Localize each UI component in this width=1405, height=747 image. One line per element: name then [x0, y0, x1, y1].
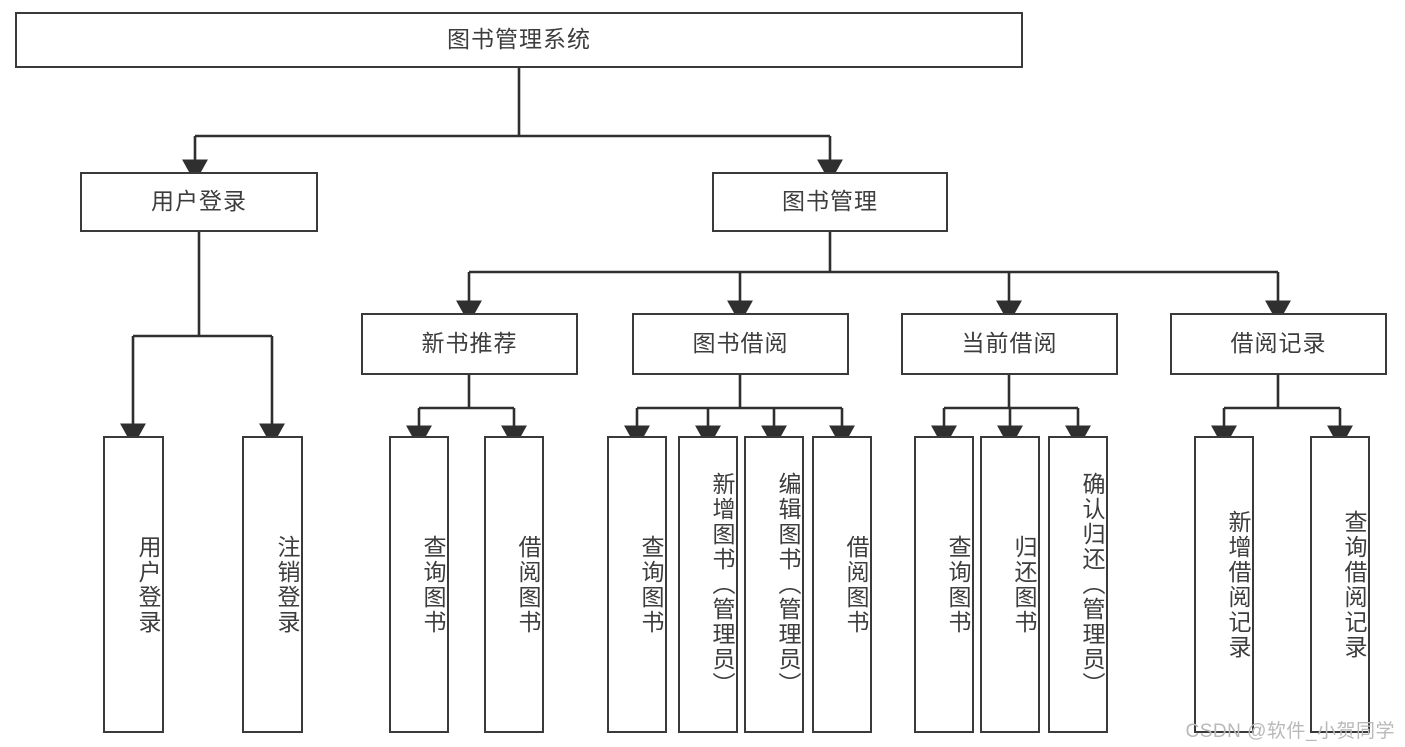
leaf-add-book-admin[interactable]: 新增图书（管理员） [678, 436, 738, 733]
leaf-query-book-current[interactable]: 查询图书 [914, 436, 974, 733]
leaf-borrow-book-borrow-label: 借阅图书 [843, 534, 869, 635]
leaf-return-book[interactable]: 归还图书 [980, 436, 1040, 733]
leaf-query-book-current-label: 查询图书 [945, 534, 971, 635]
leaf-borrow-book-new[interactable]: 借阅图书 [484, 436, 544, 733]
leaf-confirm-return-admin[interactable]: 确认归还（管理员） [1048, 436, 1108, 733]
node-borrowing-records-label: 借阅记录 [1230, 330, 1327, 357]
leaf-user-logout[interactable]: 注销登录 [242, 436, 303, 733]
leaf-user-login-label: 用户登录 [135, 534, 161, 635]
leaf-query-borrow-record[interactable]: 查询借阅记录 [1310, 436, 1370, 733]
leaf-edit-book-admin-label: 编辑图书（管理员） [775, 472, 801, 697]
leaf-user-login[interactable]: 用户登录 [103, 436, 164, 733]
leaf-borrow-book-borrow[interactable]: 借阅图书 [812, 436, 872, 733]
leaf-add-book-admin-label: 新增图书（管理员） [709, 472, 735, 697]
leaf-add-borrow-record[interactable]: 新增借阅记录 [1194, 436, 1254, 733]
node-user-login-label: 用户登录 [151, 188, 247, 215]
node-book-borrowing[interactable]: 图书借阅 [632, 313, 849, 375]
node-root[interactable]: 图书管理系统 [15, 12, 1023, 68]
node-root-label: 图书管理系统 [447, 26, 591, 53]
watermark: CSDN @软件_小贺同学 [1185, 721, 1395, 742]
leaf-confirm-return-admin-label: 确认归还（管理员） [1079, 472, 1105, 697]
leaf-add-borrow-record-label: 新增借阅记录 [1225, 509, 1251, 660]
node-borrowing-records[interactable]: 借阅记录 [1170, 313, 1387, 375]
leaf-user-logout-label: 注销登录 [274, 534, 300, 635]
leaf-return-book-label: 归还图书 [1011, 534, 1037, 635]
leaf-query-book-borrow[interactable]: 查询图书 [607, 436, 667, 733]
node-new-book-recommendation[interactable]: 新书推荐 [361, 313, 578, 375]
node-book-management-label: 图书管理 [782, 188, 878, 215]
leaf-query-book-new[interactable]: 查询图书 [389, 436, 449, 733]
node-book-borrowing-label: 图书借阅 [692, 330, 789, 357]
leaf-edit-book-admin[interactable]: 编辑图书（管理员） [744, 436, 804, 733]
leaf-query-book-borrow-label: 查询图书 [638, 534, 664, 635]
leaf-query-borrow-record-label: 查询借阅记录 [1341, 509, 1367, 660]
leaf-borrow-book-new-label: 借阅图书 [515, 534, 541, 635]
node-new-book-recommendation-label: 新书推荐 [421, 330, 518, 357]
node-user-login[interactable]: 用户登录 [80, 172, 318, 232]
node-current-borrowing-label: 当前借阅 [961, 330, 1058, 357]
node-current-borrowing[interactable]: 当前借阅 [901, 313, 1118, 375]
node-book-management[interactable]: 图书管理 [712, 172, 948, 232]
leaf-query-book-new-label: 查询图书 [420, 534, 446, 635]
